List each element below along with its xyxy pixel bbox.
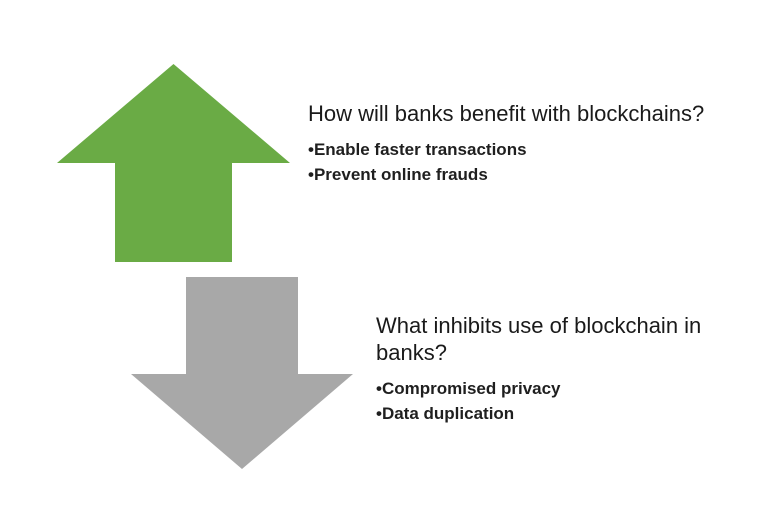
down-arrow-icon [131, 277, 353, 469]
benefits-heading: How will banks benefit with blockchains? [308, 101, 705, 126]
inhibitors-list: Compromised privacy Data duplication [376, 376, 756, 426]
up-arrow-shape [57, 64, 290, 262]
inhibitors-heading: What inhibits use of blockchain in banks… [376, 313, 702, 365]
down-arrow-shape [131, 277, 353, 469]
benefit-item: Enable faster transactions [308, 137, 728, 162]
inhibitors-block: What inhibits use of blockchain in banks… [376, 312, 756, 426]
inhibitor-item: Data duplication [376, 401, 756, 426]
benefits-list: Enable faster transactions Prevent onlin… [308, 137, 728, 187]
up-arrow-icon [57, 64, 290, 262]
benefit-item: Prevent online frauds [308, 162, 728, 187]
benefits-block: How will banks benefit with blockchains?… [308, 100, 728, 187]
inhibitor-item: Compromised privacy [376, 376, 756, 401]
